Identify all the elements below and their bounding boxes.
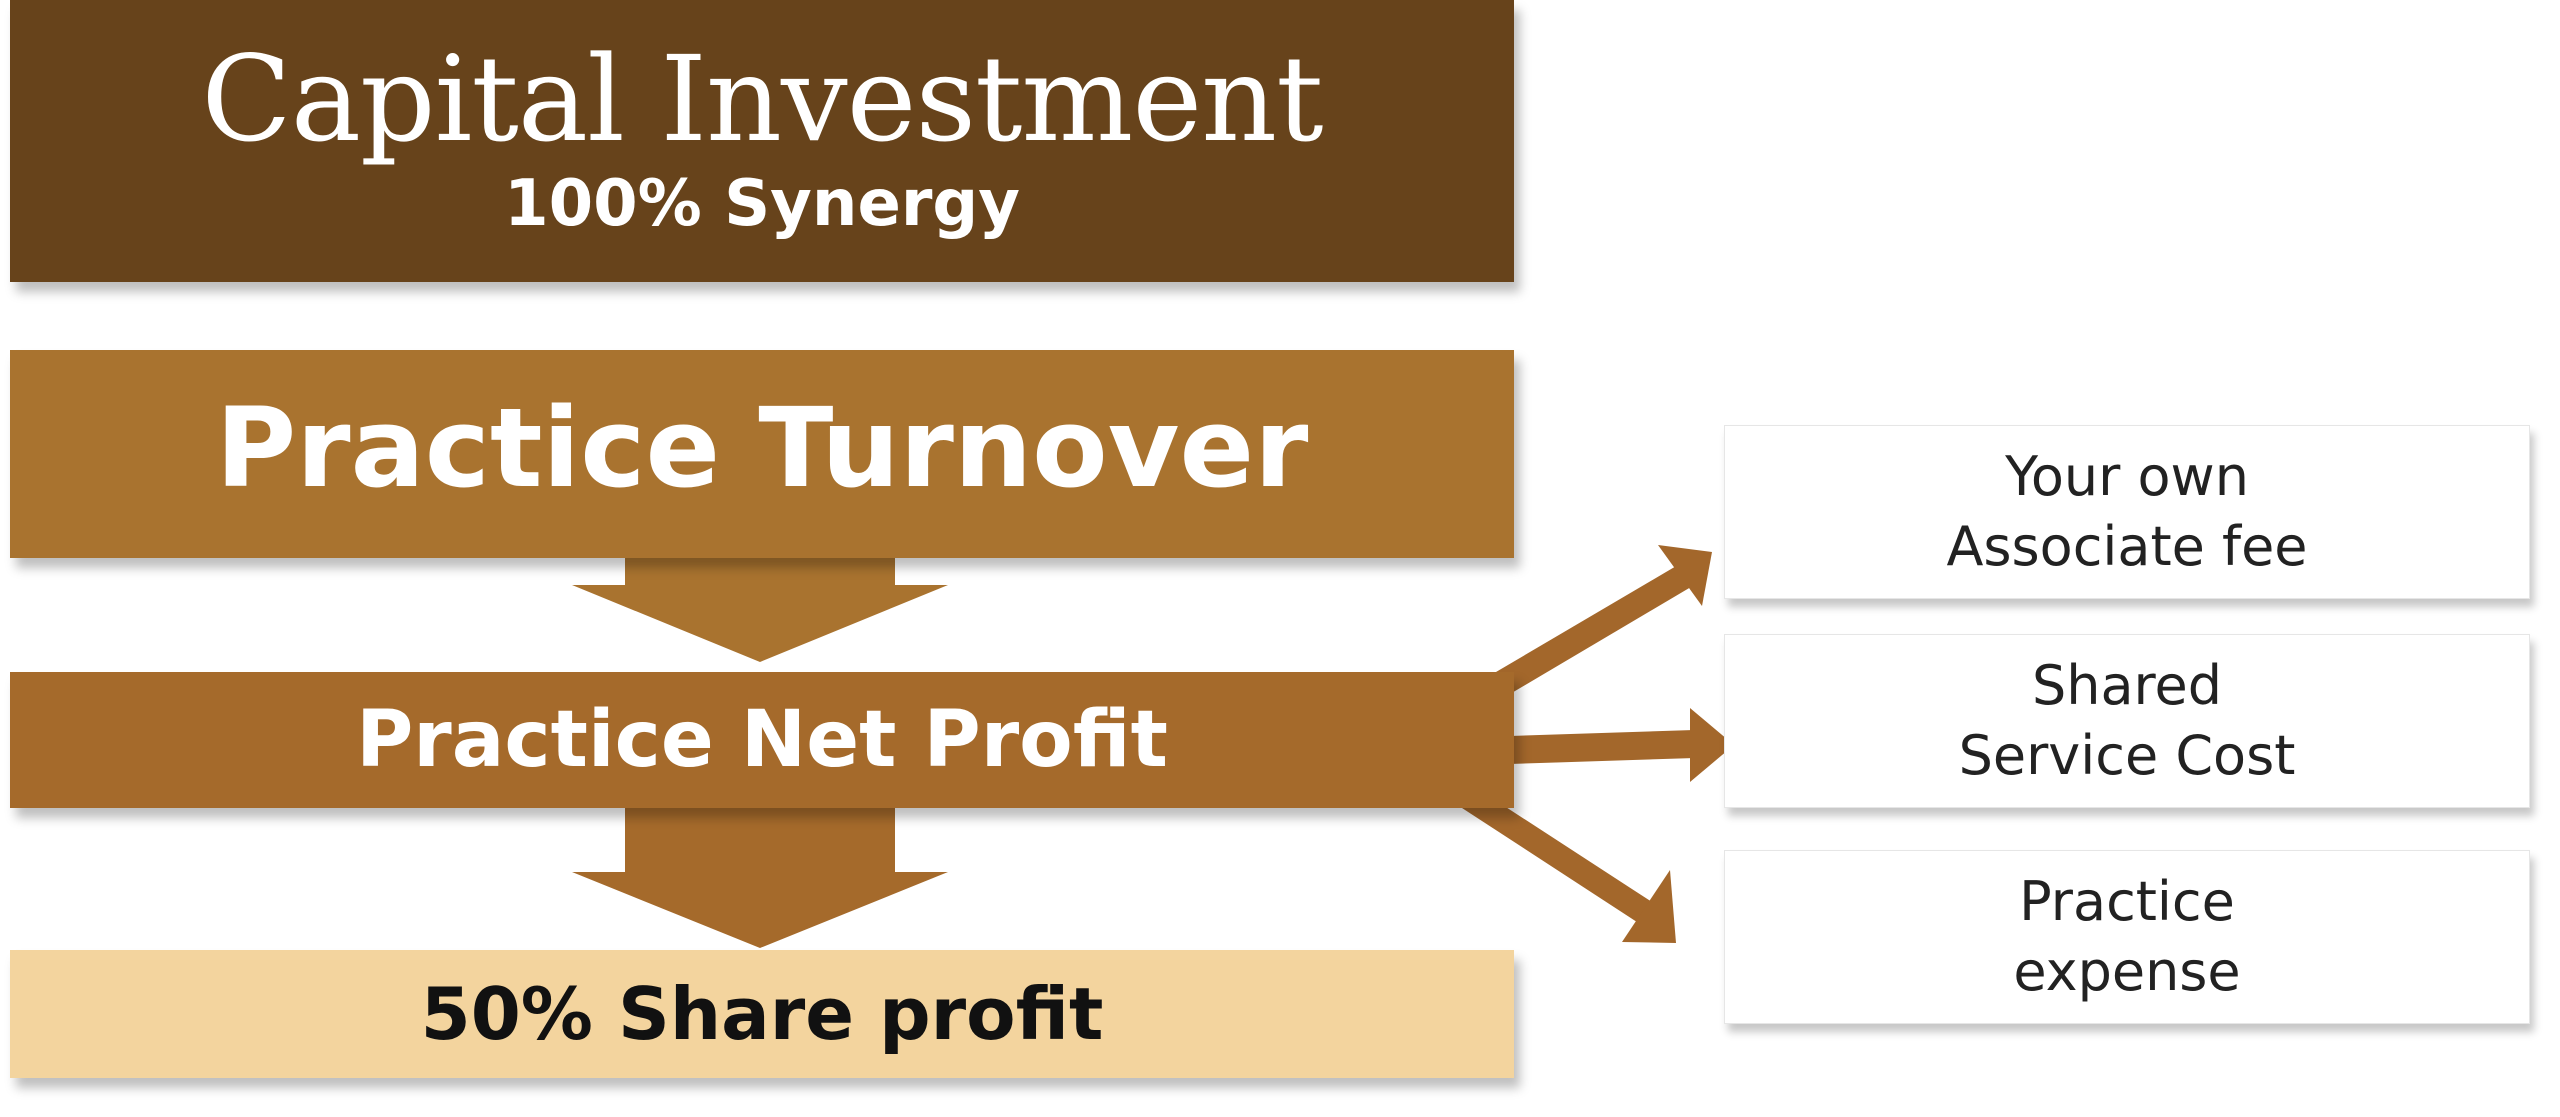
practice-expense-line1: Practice [2019, 869, 2235, 933]
shared-service-cost-line1: Shared [2031, 653, 2223, 717]
share-profit-title: 50% Share profit [420, 972, 1104, 1056]
practice-net-profit-title: Practice Net Profit [356, 695, 1168, 785]
arrow-turnover-to-net-profit [572, 558, 948, 662]
practice-turnover-title: Practice Turnover [215, 384, 1309, 512]
capital-investment-box: Capital Investment 100% Synergy [10, 0, 1514, 282]
associate-fee-line2: Associate fee [1946, 515, 2308, 578]
shared-service-cost-box: Shared Service Cost [1724, 634, 2530, 808]
share-profit-box: 50% Share profit [10, 950, 1514, 1078]
associate-fee-line1: Your own [2005, 444, 2249, 508]
capital-investment-title: Capital Investment [201, 30, 1323, 168]
arrow-to-associate-fee [1496, 545, 1712, 694]
practice-expense-box: Practice expense [1724, 850, 2530, 1024]
practice-net-profit-box: Practice Net Profit [10, 672, 1514, 808]
arrow-to-practice-expense [1462, 798, 1676, 943]
practice-expense-line2: expense [2013, 940, 2241, 1003]
practice-turnover-box: Practice Turnover [10, 350, 1514, 558]
associate-fee-box: Your own Associate fee [1724, 425, 2530, 599]
arrow-to-shared-service [1510, 708, 1734, 782]
capital-investment-subtitle: 100% Synergy [504, 167, 1020, 241]
arrow-net-profit-to-share [572, 808, 948, 948]
shared-service-cost-line2: Service Cost [1958, 724, 2296, 787]
